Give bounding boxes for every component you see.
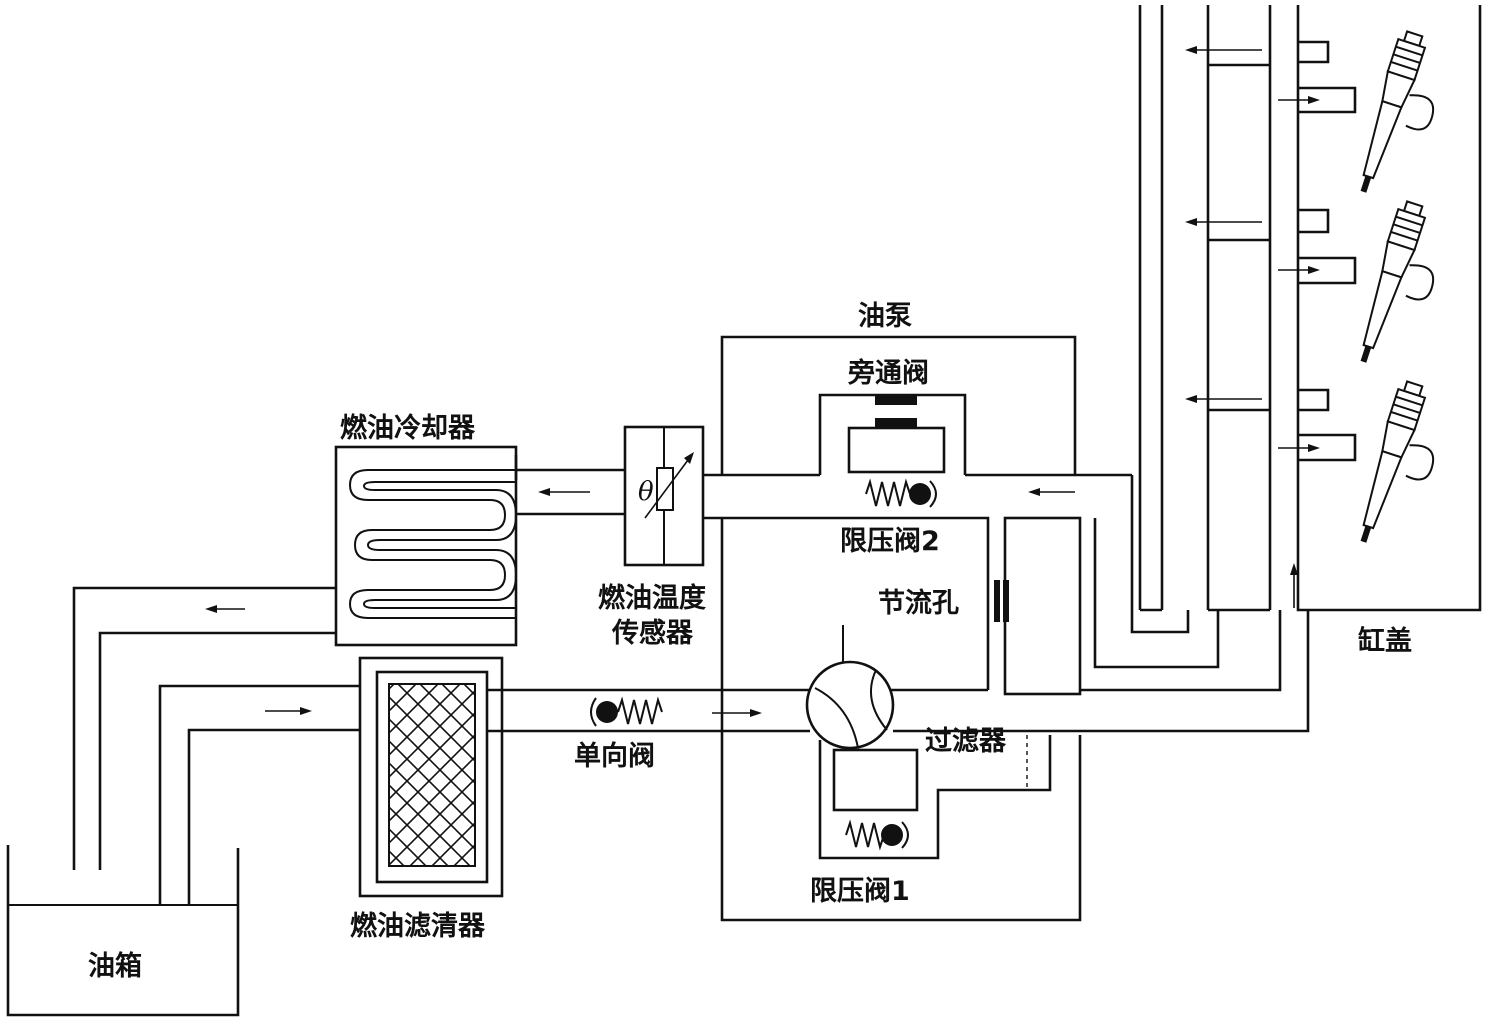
- cylinder-head-label: 缸盖: [1358, 625, 1412, 657]
- return-line-to-tank: [72, 586, 336, 870]
- pump-rotor: [805, 625, 895, 750]
- fuel-temperature-sensor: [623, 425, 705, 567]
- return-channel: [703, 473, 1132, 690]
- theta-symbol: θ: [638, 477, 654, 507]
- oil-pump-housing: [720, 335, 1082, 922]
- rail-return-line: [1093, 475, 1220, 669]
- pressure-limit-valve-2-label: 限压阀2: [840, 526, 940, 557]
- injector-1: [1360, 30, 1435, 193]
- bypass-valve-label: 旁通阀: [847, 357, 929, 389]
- bypass-valve: [818, 393, 967, 475]
- pressure-limit-valve-2: [865, 478, 937, 508]
- fuel-cooler: [334, 445, 518, 647]
- throttle-block: [994, 516, 1082, 696]
- cylinder-head: [1138, 5, 1482, 612]
- line-sensor-to-cooler: [516, 468, 625, 516]
- supply-line-to-filter: [158, 684, 360, 905]
- filter-label: 过滤器: [925, 726, 1007, 757]
- pressure-limit-valve-1: [818, 735, 1052, 860]
- check-valve-label: 单向阀: [574, 740, 655, 772]
- fuel-tank-label: 油箱: [88, 950, 142, 982]
- check-valve: [590, 696, 663, 727]
- fuel-temp-sensor-label-line2: 传感器: [611, 617, 694, 649]
- fuel-tank: [6, 845, 240, 1017]
- oil-pump-label: 油泵: [858, 301, 912, 332]
- throttle-label: 节流孔: [878, 588, 959, 619]
- fuel-cooler-label: 燃油冷却器: [340, 413, 476, 444]
- injector-2: [1360, 200, 1435, 363]
- feed-line-to-cylinder-head: [890, 563, 1310, 790]
- fuel-temp-sensor-label-line1: 燃油温度: [598, 582, 706, 614]
- fuel-filter-label: 燃油滤清器: [350, 911, 486, 942]
- fuel-filter: [358, 656, 504, 898]
- rail-connectors: [1185, 40, 1357, 462]
- injector-3: [1360, 380, 1435, 543]
- pressure-limit-valve-1-label: 限压阀1: [810, 876, 910, 907]
- line-filter-to-pump: [487, 688, 810, 733]
